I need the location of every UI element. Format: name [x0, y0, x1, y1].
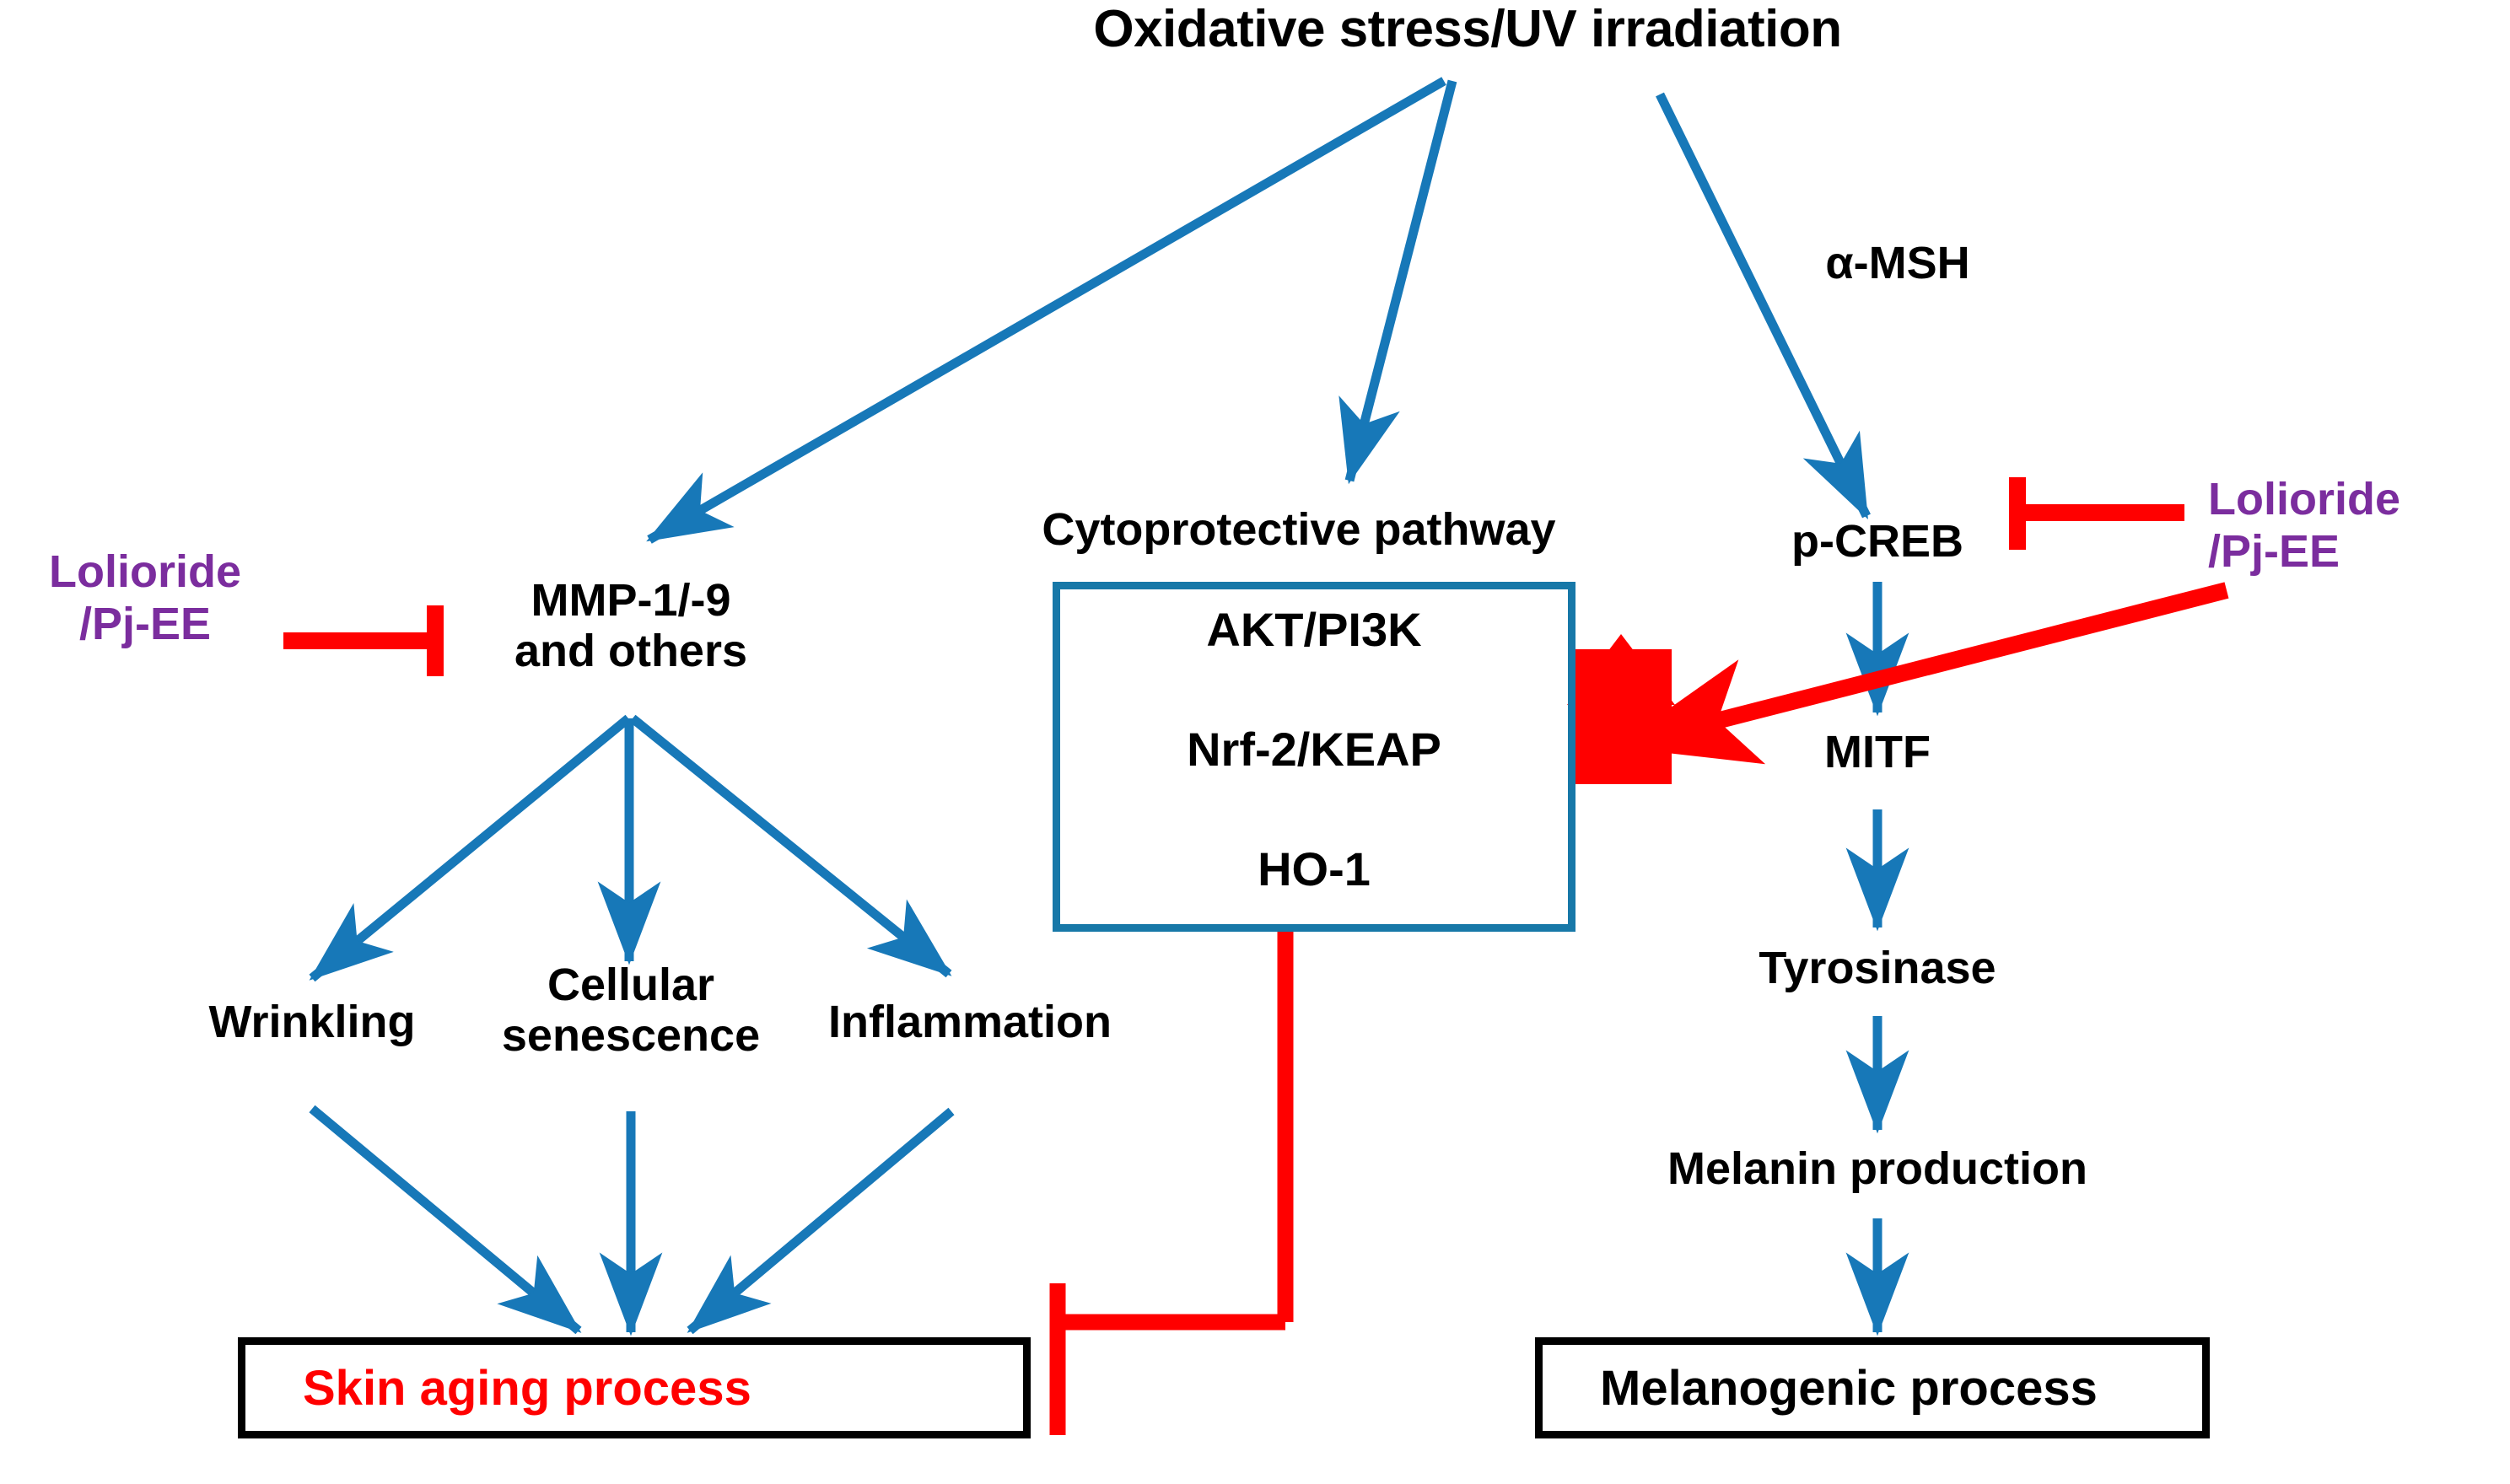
cytoprotective-box: [1053, 582, 1575, 932]
edge-stimulus-to-mmp: [646, 77, 1446, 544]
node-melanin-production: Melanin production: [1667, 1143, 2087, 1194]
node-tyrosinase: Tyrosinase: [1759, 943, 1996, 993]
inhibition-cytoprotective-skin-aging: [1049, 928, 1294, 1435]
node-nrf2-keap: Nrf-2/KEAP: [1187, 723, 1441, 776]
label-melanogenic-process: Melanogenic process: [1600, 1360, 2098, 1416]
node-inflammation: Inflammation: [827, 997, 1112, 1047]
box-melanogenic-process: Melanogenic process: [1535, 1337, 2210, 1438]
edge-stimulus-to-cytoprotective: [1338, 79, 1457, 485]
page-title: Oxidative stress/UV irradiation: [1093, 0, 1842, 58]
upregulation-arrow-icon: [1567, 634, 1675, 784]
edge-stimulus-to-pcreb: [1656, 92, 1871, 519]
label-alpha-msh: α-MSH: [1825, 238, 1970, 288]
node-wrinkling: Wrinkling: [208, 997, 416, 1047]
node-akt-pi3k: AKT/PI3K: [1206, 603, 1422, 656]
edge-lolioride-right-to-cytoprotective: [1614, 582, 2229, 765]
node-mmp: MMP-1/-9 and others: [514, 575, 748, 677]
inhibition-lolioride-right-pcreb: [2009, 477, 2184, 550]
label-skin-aging-process: Skin aging process: [303, 1360, 751, 1416]
edge-mmp-to-wrinkling: [309, 714, 632, 982]
node-p-creb: p-CREB: [1791, 516, 1963, 567]
box-skin-aging-process: Skin aging process: [238, 1337, 1031, 1438]
edge-inflammation-to-skin-aging: [687, 1107, 955, 1335]
edge-wrinkling-to-skin-aging: [309, 1105, 582, 1335]
node-cellular-senescence: Cellular senescence: [501, 960, 761, 1062]
node-ho-1: HO-1: [1258, 842, 1371, 895]
drug-lolioride-left: Lolioride /Pj-EE: [49, 546, 241, 649]
node-cytoprotective-title: Cytoprotective pathway: [1042, 504, 1556, 555]
node-mitf: MITF: [1824, 727, 1931, 777]
inhibition-lolioride-left-mmp: [283, 605, 444, 676]
edge-mmp-to-inflammation: [629, 714, 952, 978]
drug-lolioride-right: Lolioride /Pj-EE: [2208, 474, 2400, 577]
